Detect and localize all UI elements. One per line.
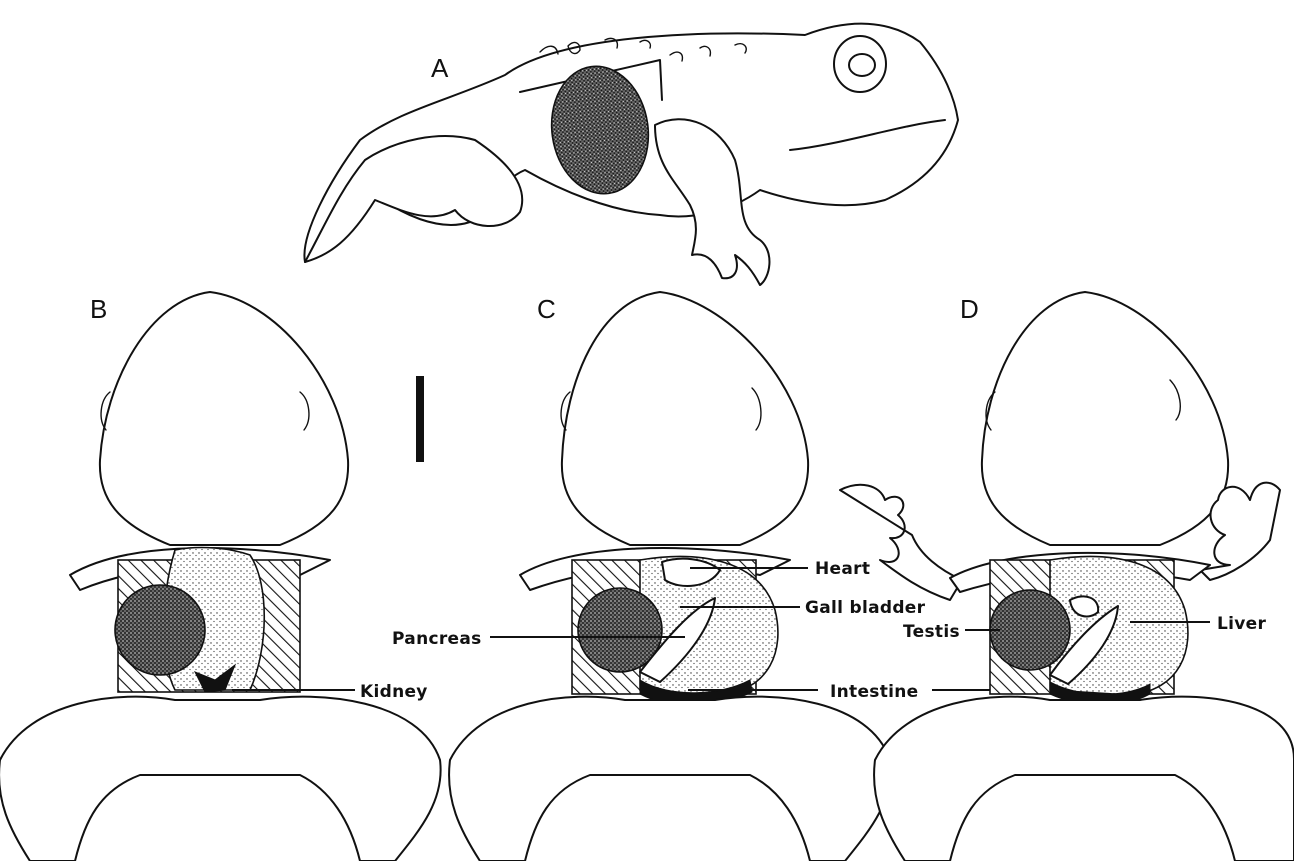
eye-pupil bbox=[849, 54, 875, 76]
label-kidney: Kidney bbox=[360, 682, 428, 702]
panel-label-c: C bbox=[537, 294, 556, 324]
hindlimbs-c bbox=[449, 697, 891, 861]
head-b bbox=[100, 292, 348, 545]
label-testis: Testis bbox=[903, 622, 960, 642]
panel-label-a: A bbox=[431, 53, 449, 83]
panel-b-ventral-frog: B bbox=[0, 292, 441, 861]
head-c bbox=[562, 292, 808, 545]
testis-d bbox=[990, 590, 1070, 670]
head-d bbox=[982, 292, 1228, 545]
label-intestine: Intestine bbox=[830, 682, 919, 702]
hindlimbs-b bbox=[0, 697, 441, 861]
panel-label-b: B bbox=[90, 294, 107, 324]
left-arm-d bbox=[840, 485, 962, 600]
panel-a-lateral-frog: A bbox=[304, 24, 958, 285]
label-gall-bladder: Gall bladder bbox=[805, 598, 926, 618]
label-liver: Liver bbox=[1217, 614, 1266, 634]
panel-label-d: D bbox=[960, 294, 979, 324]
hind-leg bbox=[305, 136, 522, 262]
label-pancreas: Pancreas bbox=[392, 629, 482, 649]
testis-b bbox=[115, 585, 205, 675]
callout-testis: Testis bbox=[903, 622, 1000, 642]
hindlimbs-d bbox=[874, 697, 1294, 861]
panel-d-ventral-frog: D bbox=[840, 292, 1294, 861]
label-heart: Heart bbox=[815, 559, 870, 579]
